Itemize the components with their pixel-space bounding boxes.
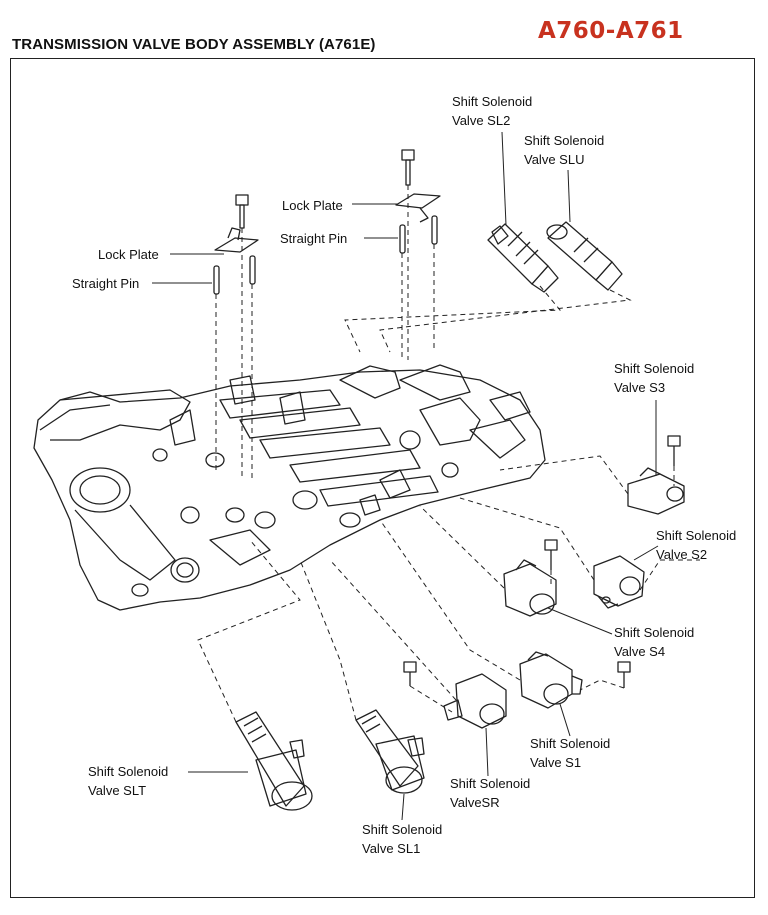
label-lock-plate-right: Lock Plate	[282, 198, 343, 213]
label-sl2-line2: Valve SL2	[452, 113, 510, 128]
valve-body-casting	[33, 364, 546, 611]
label-sl2-line1: Shift Solenoid	[452, 94, 532, 109]
assembly-guide-lines	[197, 185, 700, 723]
left-bolt	[235, 194, 249, 229]
label-slt-line2: Valve SLT	[88, 783, 146, 798]
solenoid-s1	[519, 651, 631, 709]
solenoid-slt	[235, 711, 313, 811]
right-straight-pins	[399, 215, 438, 254]
label-sl1-line1: Shift Solenoid	[362, 822, 442, 837]
label-s2-line2: Valve S2	[656, 547, 707, 562]
label-slu-line1: Shift Solenoid	[524, 133, 604, 148]
solenoid-s3	[627, 435, 685, 515]
solenoid-sr	[403, 661, 507, 729]
label-s4-line1: Shift Solenoid	[614, 625, 694, 640]
solenoid-slu	[546, 221, 623, 291]
left-lock-plate	[214, 227, 259, 253]
diagram-frame	[10, 58, 755, 898]
right-lock-plate	[395, 193, 441, 223]
model-badge: A760-A761	[538, 18, 684, 44]
label-s2-line1: Shift Solenoid	[656, 528, 736, 543]
leader-lines	[152, 131, 659, 821]
label-s3-line1: Shift Solenoid	[614, 361, 694, 376]
label-lock-plate-left: Lock Plate	[98, 247, 159, 262]
label-s3-line2: Valve S3	[614, 380, 665, 395]
label-sl1-line2: Valve SL1	[362, 841, 420, 856]
solenoid-sl2	[487, 223, 559, 293]
page-title: TRANSMISSION VALVE BODY ASSEMBLY (A761E)	[12, 36, 376, 53]
label-s1-line2: Valve S1	[530, 755, 581, 770]
label-sr-line2: ValveSR	[450, 795, 500, 810]
component-labels: Shift Solenoid Valve SL2 Shift Solenoid …	[72, 94, 736, 856]
solenoid-s2	[593, 555, 645, 609]
solenoid-s4	[503, 539, 558, 617]
left-straight-pins	[213, 255, 256, 295]
solenoid-sl1	[355, 709, 425, 794]
label-s4-line2: Valve S4	[614, 644, 665, 659]
label-sr-line1: Shift Solenoid	[450, 776, 530, 791]
label-straight-pin-right: Straight Pin	[280, 231, 347, 246]
label-straight-pin-left: Straight Pin	[72, 276, 139, 291]
label-s1-line1: Shift Solenoid	[530, 736, 610, 751]
label-slt-line1: Shift Solenoid	[88, 764, 168, 779]
right-bolt	[401, 149, 415, 186]
label-slu-line2: Valve SLU	[524, 152, 584, 167]
